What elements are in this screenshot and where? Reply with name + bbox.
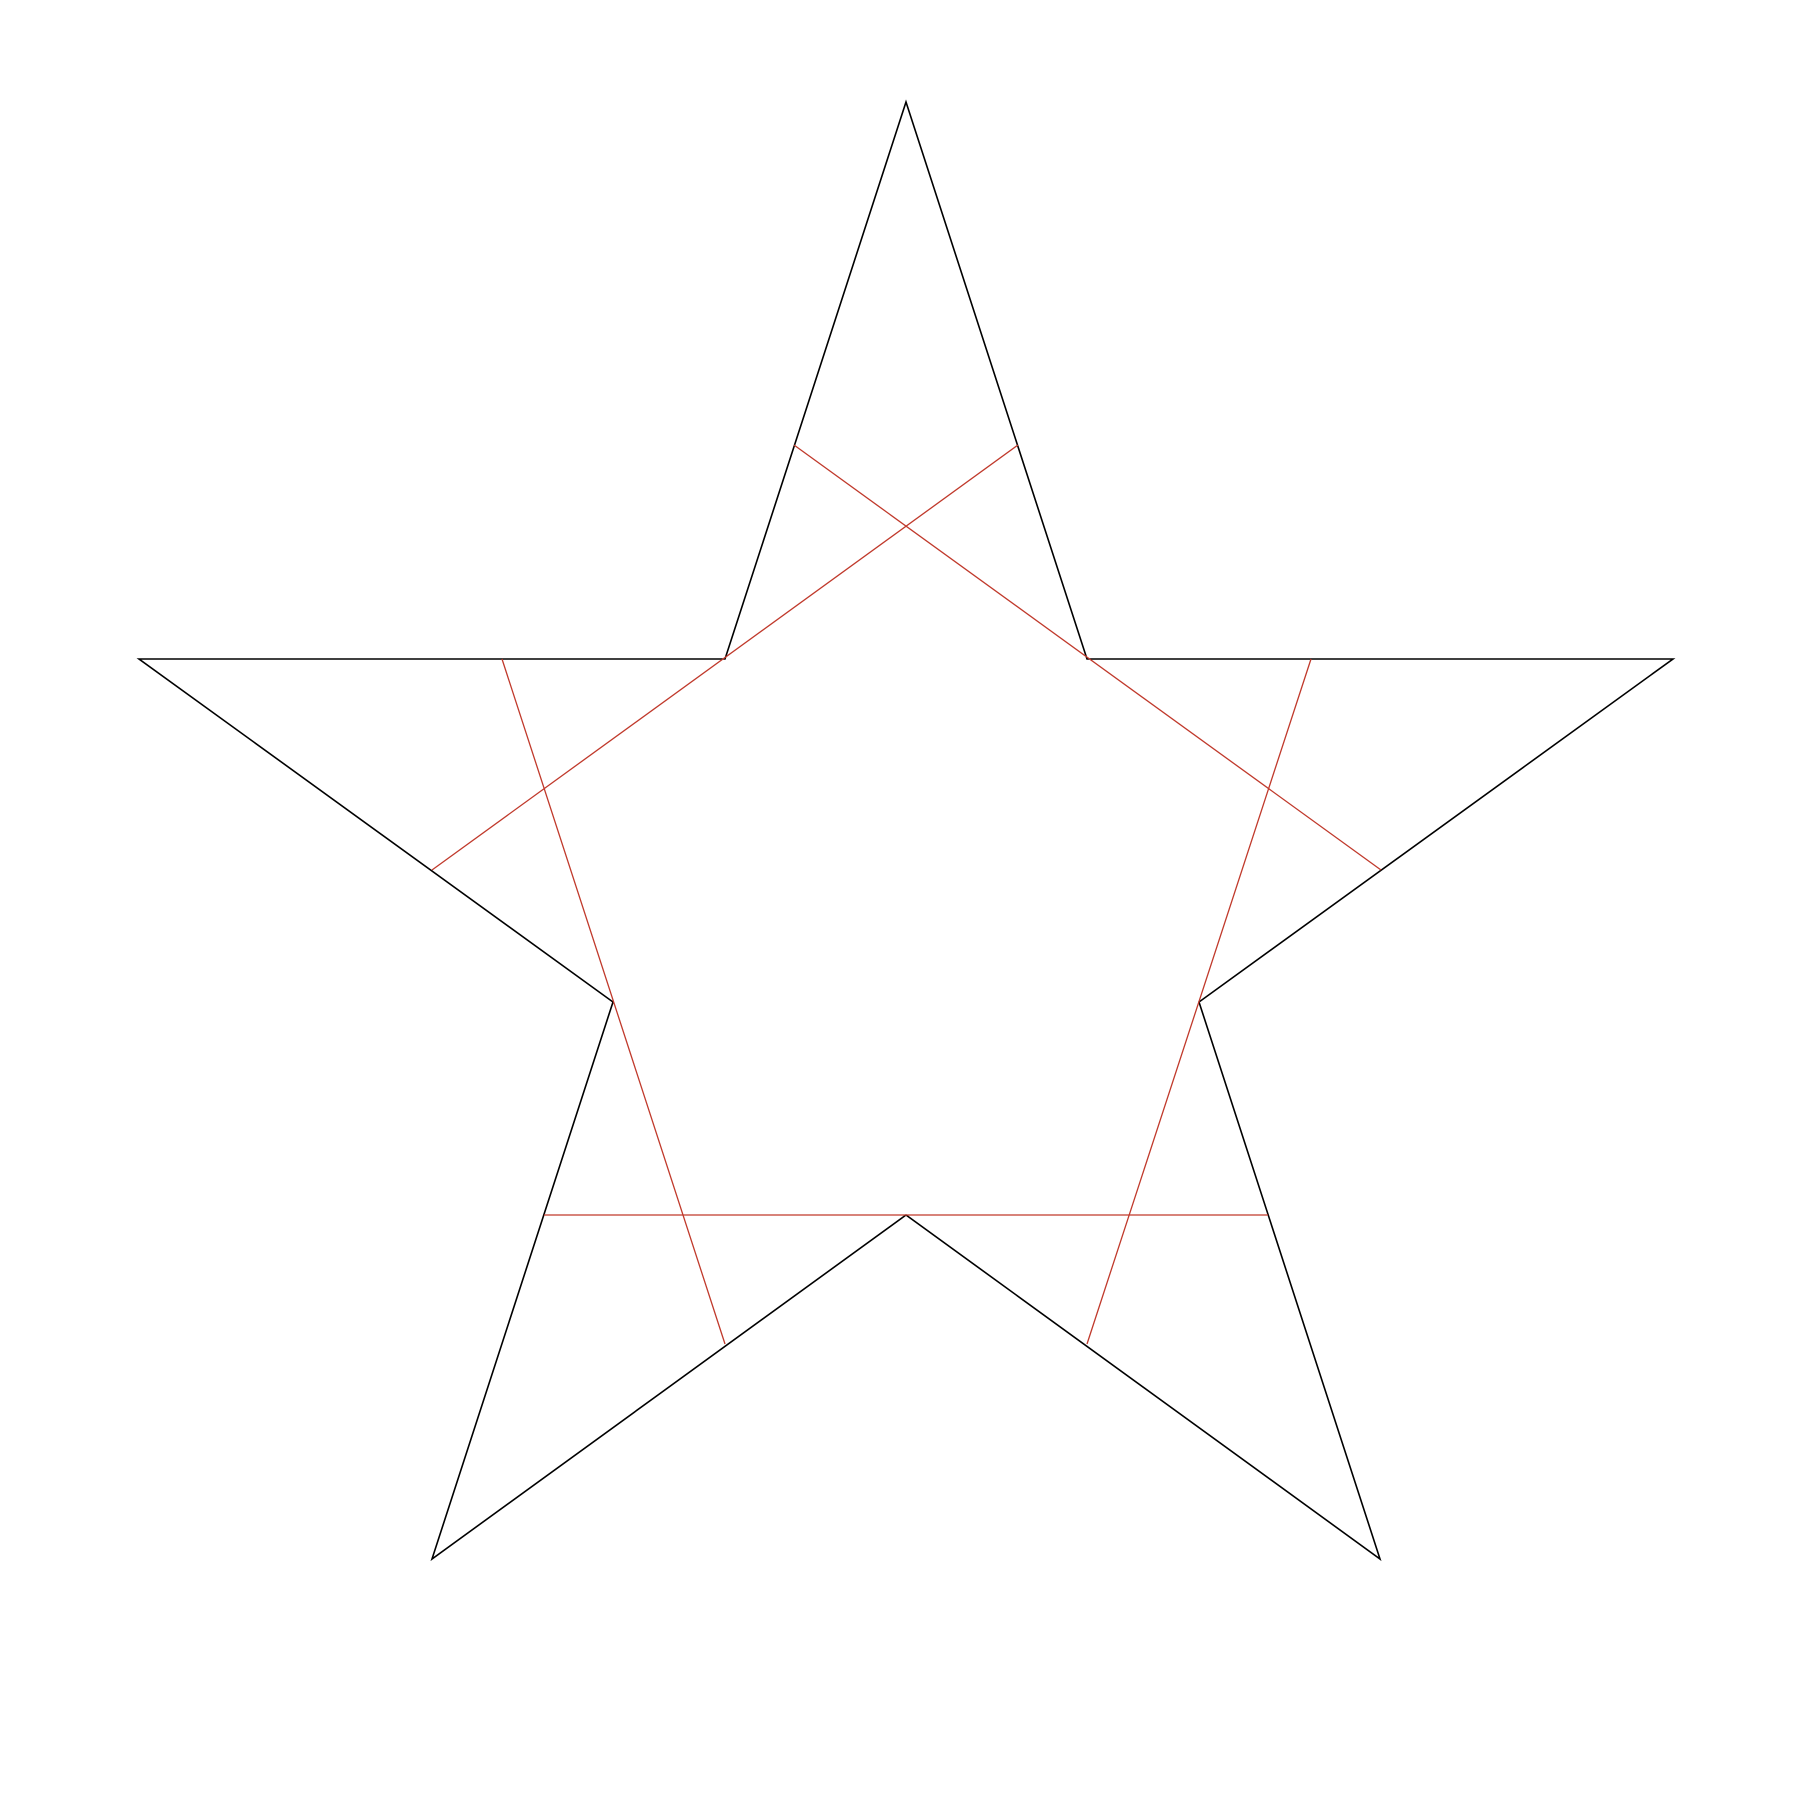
pentagram-outline <box>136 99 1676 1562</box>
guide-line <box>501 658 726 1345</box>
guide-lines <box>431 444 1382 1345</box>
guide-line <box>431 444 1019 871</box>
guide-line <box>1086 658 1312 1345</box>
guide-line <box>793 444 1382 871</box>
